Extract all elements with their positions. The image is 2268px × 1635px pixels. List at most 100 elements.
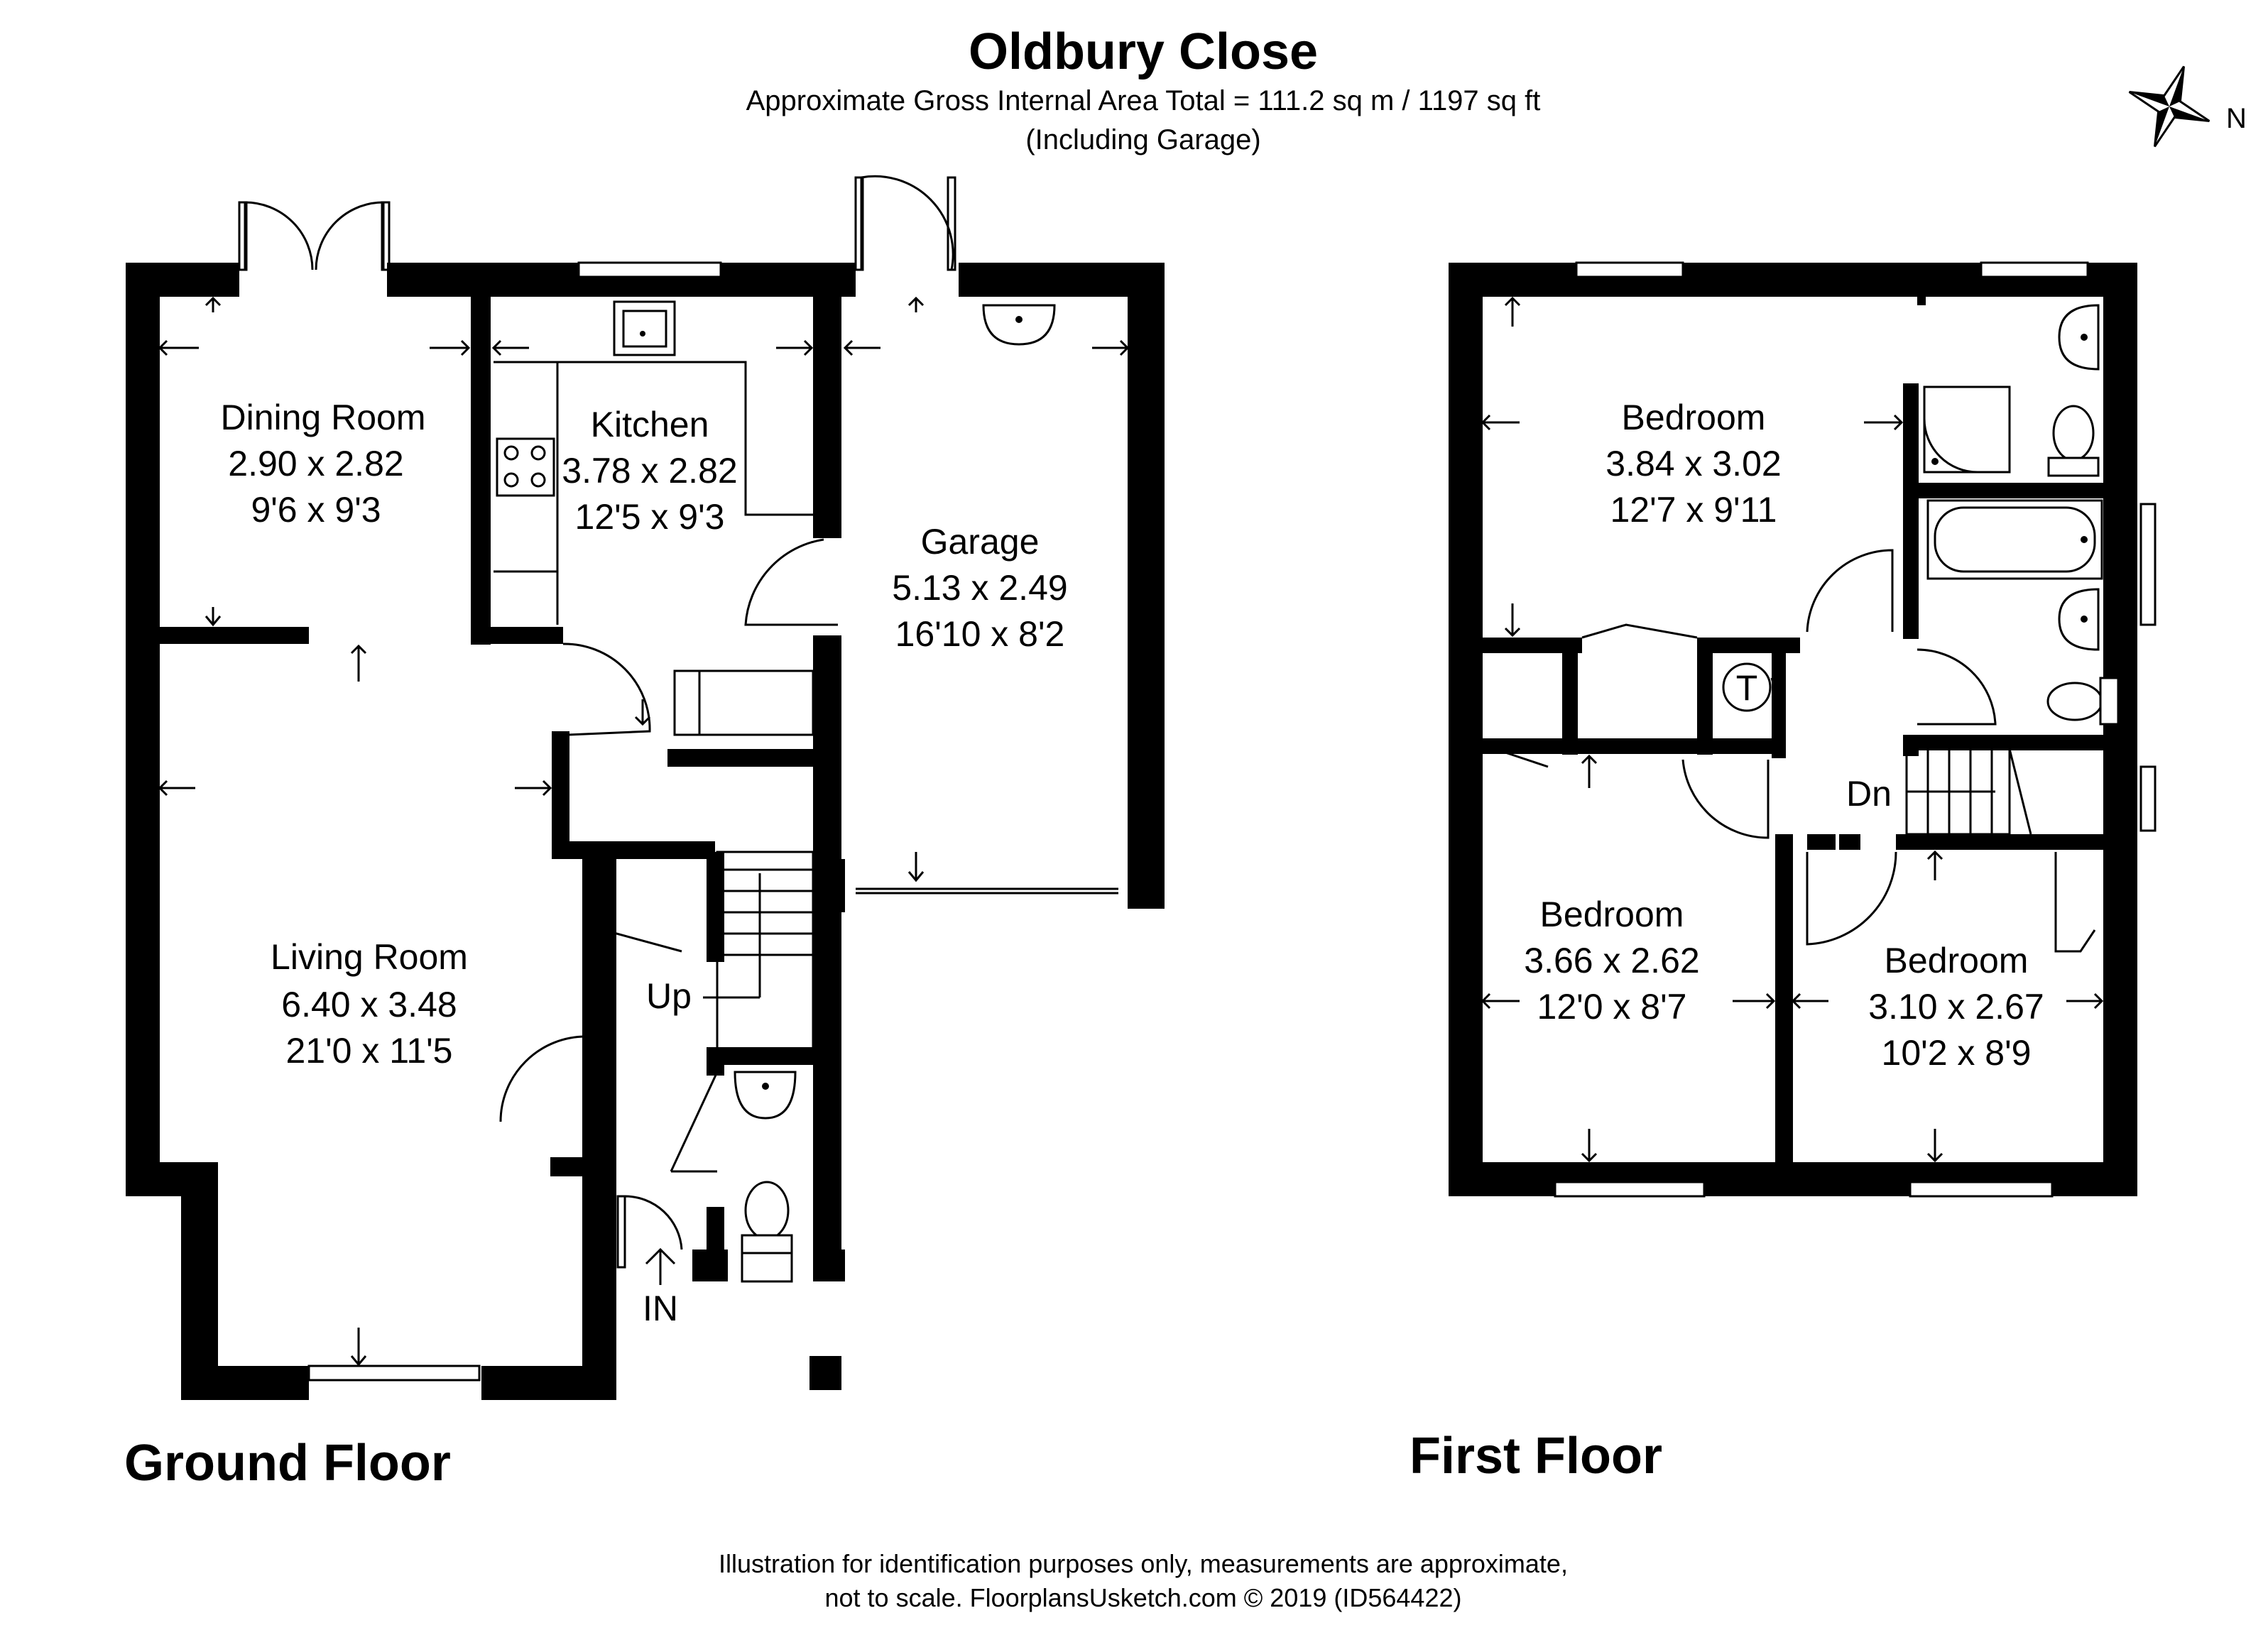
toilet-icon	[2047, 405, 2100, 477]
wall	[813, 635, 841, 1281]
wall	[1896, 834, 2137, 850]
room-name: Garage	[921, 522, 1040, 562]
basin-icon	[2058, 588, 2100, 651]
wall	[1562, 638, 1578, 755]
wall	[1772, 638, 1786, 758]
wall	[1449, 263, 1483, 1196]
wall	[1917, 297, 1926, 305]
wall	[471, 297, 491, 645]
staircase	[703, 851, 814, 1052]
wall	[160, 627, 309, 644]
room-size-imperial: 12'5 x 9'3	[575, 497, 725, 537]
wall	[707, 852, 724, 962]
door	[1483, 744, 1549, 768]
cylinder-label: T	[1736, 668, 1758, 708]
door	[744, 538, 838, 626]
window	[1554, 1181, 1706, 1198]
compass-north-label: N	[2226, 103, 2247, 134]
room-size-metric: 3.66 x 2.62	[1524, 941, 1699, 980]
kitchen-worktop	[494, 361, 813, 516]
room-name: Kitchen	[591, 405, 709, 444]
wall	[692, 1250, 728, 1281]
room-size-imperial: 21'0 x 11'5	[285, 1031, 452, 1071]
room-label-living: Living Room 6.40 x 3.48 21'0 x 11'5	[271, 937, 468, 1071]
room-label-dining: Dining Room 2.90 x 2.82 9'6 x 9'3	[220, 398, 425, 530]
door	[1681, 759, 1770, 839]
stairs-down-label: Dn	[1846, 774, 1892, 814]
wall	[550, 1157, 582, 1171]
window	[1980, 261, 2089, 278]
wall	[1903, 735, 1919, 756]
wardrobe	[1581, 623, 1698, 639]
door	[603, 929, 682, 953]
room-label-bedroom-2: Bedroom 3.66 x 2.62 12'0 x 8'7	[1524, 895, 1699, 1027]
wall	[1903, 383, 1919, 639]
door	[499, 1035, 587, 1122]
door	[670, 1071, 719, 1173]
cylinder-cupboard: T	[1722, 662, 1784, 718]
header: Oldbury Close Approximate Gross Internal…	[746, 23, 1541, 155]
basin-icon	[2058, 304, 2100, 371]
door	[1917, 648, 1997, 726]
room-size-imperial: 12'0 x 8'7	[1537, 987, 1687, 1027]
dimension-markers	[158, 296, 1130, 1367]
room-label-kitchen: Kitchen 3.78 x 2.82 12'5 x 9'3	[562, 405, 737, 537]
room-size-metric: 2.90 x 2.82	[228, 444, 403, 483]
wall	[1483, 738, 1571, 754]
door	[1806, 851, 1897, 946]
wall	[1903, 735, 2137, 750]
wall	[181, 1366, 309, 1400]
wall	[2103, 263, 2137, 1196]
window	[1575, 261, 1684, 278]
door	[562, 642, 651, 736]
wall	[181, 1162, 218, 1400]
room-size-imperial: 10'2 x 8'9	[1882, 1033, 2032, 1073]
wall	[1128, 263, 1165, 909]
basin-icon	[982, 304, 1056, 346]
compass-rose-icon: N	[2128, 65, 2247, 148]
wall	[582, 855, 596, 1068]
window	[741, 1248, 793, 1283]
wall	[813, 859, 845, 912]
first-floor-plan: T Dn	[1449, 261, 2157, 1198]
wall	[813, 297, 841, 538]
room-name: Bedroom	[1885, 941, 2029, 980]
wall	[809, 1356, 841, 1390]
entrance-label: IN	[643, 1289, 678, 1328]
staircase: Dn	[1846, 748, 2032, 836]
plan-title: Oldbury Close	[969, 23, 1318, 80]
front-door	[623, 1195, 683, 1250]
wall	[1807, 834, 1836, 850]
room-size-metric: 5.13 x 2.49	[892, 568, 1067, 608]
shower-icon	[1923, 385, 2011, 474]
room-name: Bedroom	[1540, 895, 1684, 934]
door	[860, 175, 954, 270]
wall	[1483, 638, 1582, 653]
first-floor-label: First Floor	[1410, 1428, 1662, 1484]
toilet-icon	[2046, 677, 2120, 726]
room-name: Dining Room	[220, 398, 425, 437]
wall	[1697, 638, 1713, 755]
window	[2139, 765, 2157, 832]
window	[1909, 1181, 2054, 1198]
sink-icon	[613, 300, 676, 356]
room-name: Living Room	[271, 937, 468, 977]
dimension-markers	[1481, 296, 2104, 1163]
wardrobe	[2054, 852, 2096, 953]
entrance-arrow-icon	[645, 1247, 676, 1285]
room-name: Bedroom	[1622, 398, 1766, 437]
room-size-metric: 3.84 x 3.02	[1605, 444, 1781, 483]
wall	[1839, 834, 1860, 850]
disclaimer-line-2: not to scale. FloorplansUsketch.com © 20…	[825, 1583, 1462, 1612]
disclaimer-line-1: Illustration for identification purposes…	[719, 1549, 1568, 1578]
wall	[1775, 834, 1793, 1196]
room-size-imperial: 12'7 x 9'11	[1610, 490, 1777, 530]
stairs-up-label: Up	[646, 976, 692, 1016]
wall	[1562, 738, 1775, 754]
wall	[1903, 483, 2137, 498]
wall	[824, 1250, 845, 1281]
room-size-imperial: 16'10 x 8'2	[895, 614, 1065, 654]
window	[2139, 503, 2157, 626]
room-label-bedroom-3: Bedroom 3.10 x 2.67 10'2 x 8'9	[1868, 941, 2044, 1073]
